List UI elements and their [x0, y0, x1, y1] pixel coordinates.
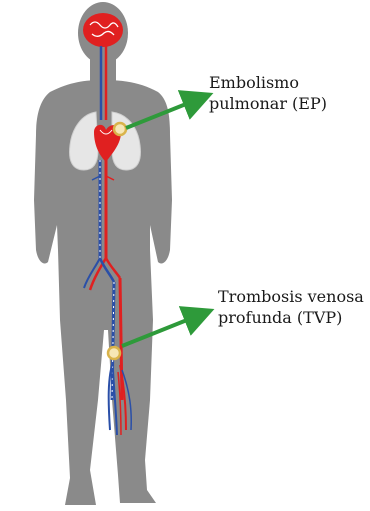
body-silhouette	[34, 2, 172, 505]
dvt-clot-marker	[108, 347, 120, 359]
pulmonary-clot-marker	[114, 123, 126, 135]
pe-label-line-2: pulmonar (EP)	[209, 93, 327, 114]
neck-shape	[90, 58, 116, 82]
brain	[83, 13, 123, 47]
dvt-label-line-1: Trombosis venosa	[218, 286, 364, 307]
deep-vein-thrombosis-label: Trombosis venosa profunda (TVP)	[218, 286, 364, 328]
pe-label-line-1: Embolismo	[209, 72, 327, 93]
dvt-label-line-2: profunda (TVP)	[218, 307, 364, 328]
pulmonary-embolism-label: Embolismo pulmonar (EP)	[209, 72, 327, 114]
